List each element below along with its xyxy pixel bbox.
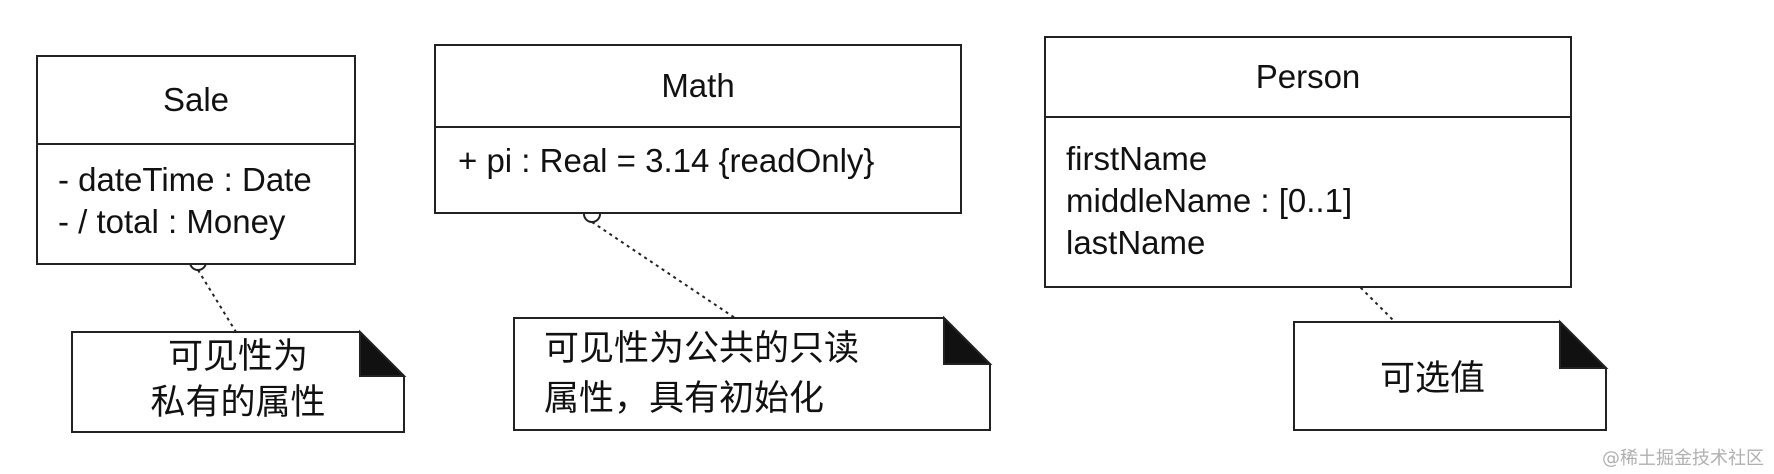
person-attribute-middlename: middleName : [0..1] [1066, 182, 1353, 219]
sale-attributes: - dateTime : Date - / total : Money [38, 145, 354, 243]
sale-note-connector [197, 269, 237, 333]
person-note-fold [1559, 319, 1609, 369]
math-note-line-1: 可见性为公共的只读 [544, 329, 860, 369]
sale-note-line-1: 可见性为 [167, 337, 308, 377]
sale-note: 可见性为 私有的属性 [72, 332, 404, 432]
math-class-box: Math + pi : Real = 3.14 {readOnly} [434, 44, 962, 214]
person-note: 可选值 [1294, 322, 1606, 430]
sale-note-shape [71, 331, 405, 433]
person-class-name: Person [1046, 38, 1570, 118]
math-class-name: Math [436, 46, 960, 128]
sale-class-box: Sale - dateTime : Date - / total : Money [36, 55, 356, 265]
person-note-line-1: 可选值 [1380, 359, 1486, 399]
sale-note-fold [359, 329, 407, 377]
math-note: 可见性为公共的只读 属性，具有初始化 [514, 318, 990, 430]
sale-attribute-datetime: - dateTime : Date [58, 161, 312, 198]
math-attributes: + pi : Real = 3.14 {readOnly} [436, 128, 960, 182]
math-note-line-2: 属性，具有初始化 [544, 379, 825, 419]
math-note-connector [591, 221, 736, 319]
person-note-shape [1293, 321, 1607, 431]
math-note-fold [943, 315, 993, 365]
sale-note-line-2: 私有的属性 [150, 383, 326, 423]
math-attribute-pi: + pi : Real = 3.14 {readOnly} [458, 142, 875, 179]
watermark: @稀土掘金技术社区 [1602, 448, 1764, 469]
sale-attribute-total: - / total : Money [58, 203, 286, 240]
person-attributes: firstName middleName : [0..1] lastName [1046, 118, 1570, 264]
person-attribute-lastname: lastName [1066, 224, 1206, 261]
person-attribute-firstname: firstName [1066, 140, 1208, 177]
sale-class-name: Sale [38, 57, 354, 145]
math-note-shape [513, 317, 991, 431]
person-class-box: Person firstName middleName : [0..1] las… [1044, 36, 1572, 288]
